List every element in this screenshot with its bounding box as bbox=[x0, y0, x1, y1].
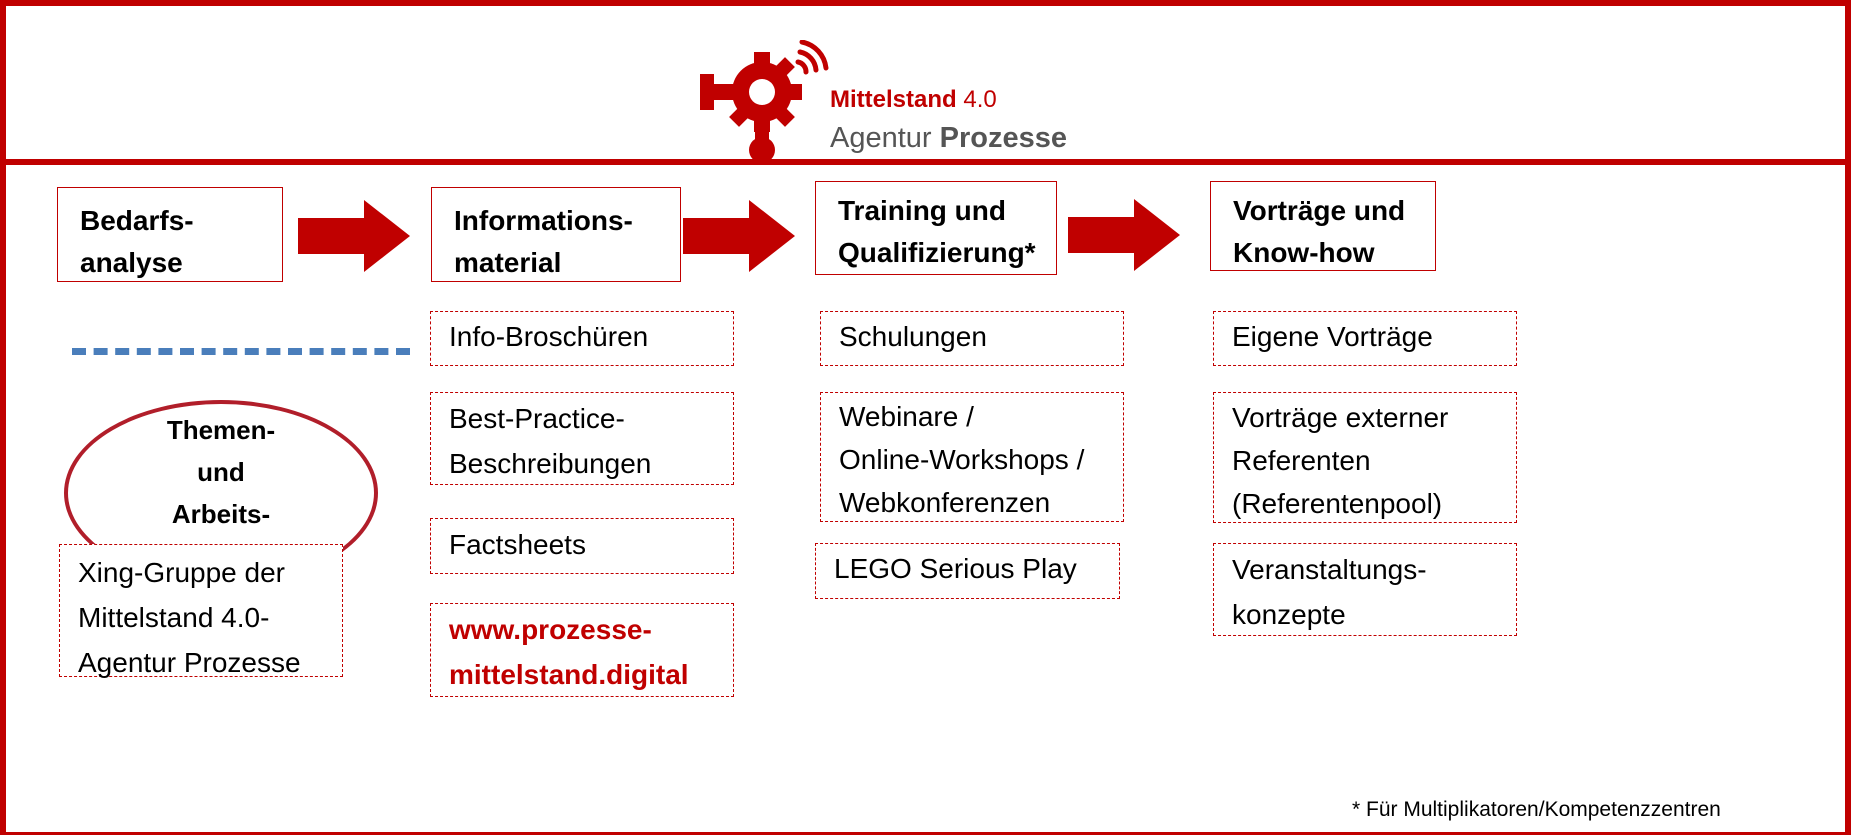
externe-referenten-box: Vorträge externer Referenten (Referenten… bbox=[1213, 392, 1517, 523]
header-divider bbox=[0, 159, 1851, 165]
stage-label-line: Qualifizierung* bbox=[838, 237, 1036, 268]
ellipse-line: Themen- bbox=[166, 415, 276, 445]
arrow-right-icon bbox=[683, 200, 795, 272]
website-link[interactable]: www.prozesse- bbox=[449, 614, 652, 645]
item-line: (Referentenpool) bbox=[1232, 488, 1443, 519]
item-line: Schulungen bbox=[839, 321, 987, 352]
stage-label-line: Vorträge und bbox=[1233, 195, 1406, 226]
brand-line-2: Agentur Prozesse bbox=[830, 121, 1067, 155]
brand-line-1: Mittelstand 4.0 bbox=[830, 85, 997, 115]
xing-group-box: Xing-Gruppe der Mittelstand 4.0- Agentur… bbox=[59, 544, 343, 678]
item-line: Veranstaltungs- bbox=[1232, 554, 1427, 585]
webinare-box: Webinare / Online-Workshops / Webkonfere… bbox=[820, 392, 1124, 522]
ellipse-line: und bbox=[197, 457, 245, 487]
arrow-right-icon bbox=[1068, 199, 1180, 271]
xing-line: Agentur Prozesse bbox=[78, 647, 301, 678]
lego-serious-play-box: LEGO Serious Play bbox=[815, 543, 1120, 599]
stage-label-line: Bedarfs- bbox=[80, 205, 194, 236]
website-link-box[interactable]: www.prozesse- mittelstand.digital bbox=[430, 603, 734, 697]
blue-dashed-separator bbox=[72, 348, 410, 355]
schulungen-box: Schulungen bbox=[820, 311, 1124, 366]
item-line: Info-Broschüren bbox=[449, 321, 649, 352]
arrow-right-icon bbox=[298, 200, 410, 272]
item-line: Webinare / bbox=[839, 401, 974, 432]
stage-label-line: Informations- bbox=[454, 205, 633, 236]
stage-label-line: Training und bbox=[838, 195, 1006, 226]
item-line: LEGO Serious Play bbox=[834, 553, 1077, 584]
stage-label-line: Know-how bbox=[1233, 237, 1375, 268]
brand-name: Mittelstand bbox=[830, 86, 957, 113]
item-line: Online-Workshops / bbox=[839, 444, 1085, 475]
website-link[interactable]: mittelstand.digital bbox=[449, 659, 689, 690]
item-line: Best-Practice- bbox=[449, 403, 625, 434]
brand-topic: Prozesse bbox=[939, 122, 1067, 154]
xing-line: Mittelstand 4.0- bbox=[78, 602, 270, 633]
stage-training: Training und Qualifizierung* bbox=[815, 181, 1057, 275]
ellipse-line: Arbeits- bbox=[171, 499, 271, 529]
item-line: Webkonferenzen bbox=[839, 487, 1051, 518]
item-line: Vorträge externer bbox=[1232, 402, 1449, 433]
factsheets-box: Factsheets bbox=[430, 518, 734, 574]
stage-label-line: material bbox=[454, 247, 562, 278]
item-line: Factsheets bbox=[449, 529, 586, 560]
veranstaltungskonzepte-box: Veranstaltungs- konzepte bbox=[1213, 543, 1517, 636]
stage-vortraege: Vorträge und Know-how bbox=[1210, 181, 1436, 271]
brand-agency: Agentur bbox=[830, 122, 932, 154]
gear-wifi-logo-icon bbox=[700, 40, 829, 163]
info-broschueren-box: Info-Broschüren bbox=[430, 311, 734, 366]
item-line: Referenten bbox=[1232, 445, 1371, 476]
item-line: Eigene Vorträge bbox=[1232, 321, 1433, 352]
stage-label-line: analyse bbox=[80, 247, 183, 278]
stage-bedarfsanalyse: Bedarfs- analyse bbox=[57, 187, 283, 282]
eigene-vortraege-box: Eigene Vorträge bbox=[1213, 311, 1517, 366]
xing-line: Xing-Gruppe der bbox=[78, 557, 286, 588]
best-practice-box: Best-Practice- Beschreibungen bbox=[430, 392, 734, 485]
stage-informationsmaterial: Informations- material bbox=[431, 187, 681, 282]
logo: Mittelstand 4.0 Agentur Prozesse bbox=[700, 40, 1120, 170]
item-line: konzepte bbox=[1232, 599, 1346, 630]
brand-version: 4.0 bbox=[963, 86, 997, 113]
footnote: * Für Multiplikatoren/Kompetenzzentren bbox=[1352, 798, 1721, 821]
item-line: Beschreibungen bbox=[449, 448, 652, 479]
